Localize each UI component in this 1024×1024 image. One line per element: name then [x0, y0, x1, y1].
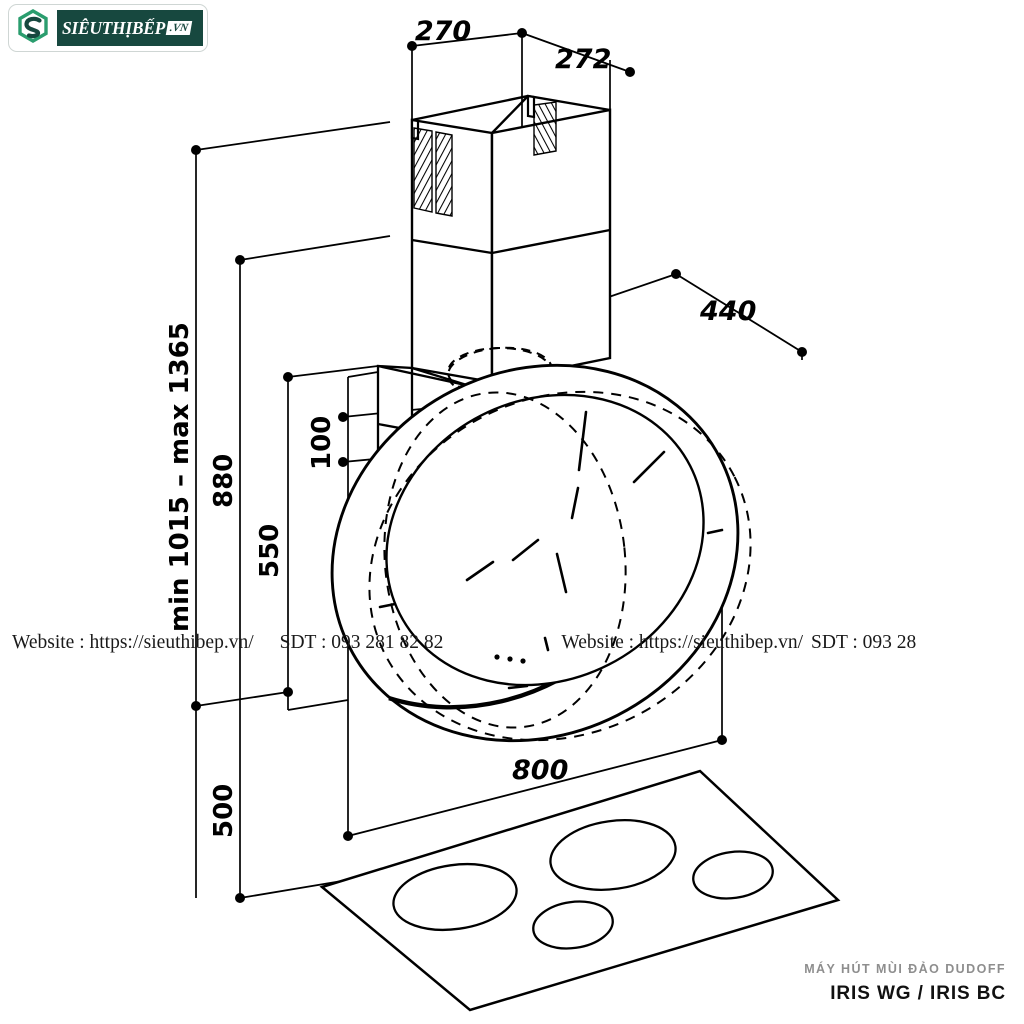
glass-reflection-marks — [378, 410, 724, 690]
burner-small-front — [532, 900, 614, 950]
site-logo: SIÊUTHỊBẾP .VN — [8, 4, 208, 52]
dimension-label-270: 270 — [415, 16, 471, 47]
caption-category: MÁY HÚT MÙI ĐẢO DUDOFF — [804, 962, 1006, 976]
dimension-label-550: 550 — [255, 524, 285, 578]
dimension-endpoint-dots — [191, 28, 807, 903]
caption-model: IRIS WG / IRIS BC — [830, 983, 1006, 1004]
dimension-label-800: 800 — [512, 755, 568, 786]
dimension-label-100: 100 — [307, 416, 337, 470]
glass-canopy — [330, 363, 740, 743]
canopy-hidden-outline — [368, 390, 752, 742]
burner-small-right — [692, 850, 774, 900]
dimension-label-height-range: min 1015 – max 1365 — [165, 322, 195, 632]
logo-badge: SIÊUTHỊBẾP .VN — [57, 10, 203, 46]
burner-large-center — [549, 819, 677, 891]
dimension-label-272: 272 — [555, 44, 611, 75]
cooktop — [319, 769, 841, 1012]
canopy-control-dots — [494, 654, 526, 664]
chimney-vent-grilles — [413, 101, 557, 217]
logo-wordmark: SIÊUTHỊBẾP — [62, 17, 165, 38]
sieuthibep-hexagon-s-icon — [18, 9, 48, 43]
dimension-label-880: 880 — [209, 454, 239, 508]
dimension-label-440: 440 — [699, 296, 756, 327]
dimension-label-500: 500 — [209, 784, 239, 838]
burner-large-left — [392, 863, 518, 931]
product-caption: MÁY HÚT MÙI ĐẢO DUDOFF IRIS WG / IRIS BC — [586, 962, 1006, 1005]
